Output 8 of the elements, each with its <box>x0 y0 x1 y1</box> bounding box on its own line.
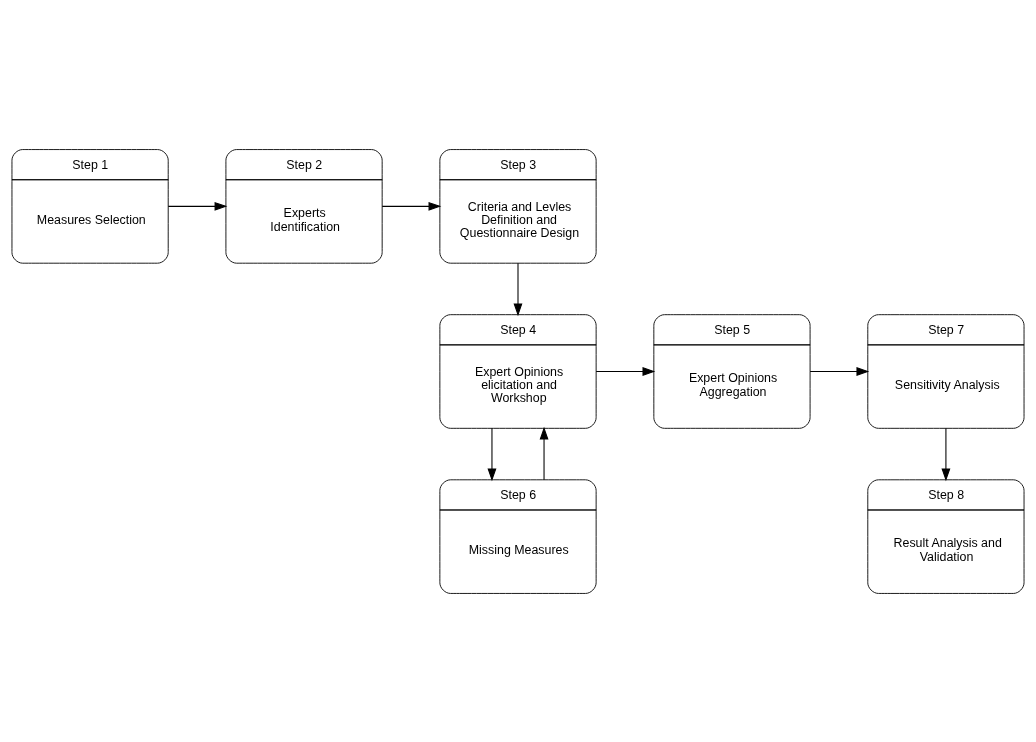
arrow <box>809 366 870 376</box>
arrow <box>487 427 497 481</box>
arrow <box>595 366 656 376</box>
arrow <box>539 426 549 480</box>
arrow <box>167 201 228 211</box>
arrow <box>381 201 442 211</box>
arrow <box>513 262 523 316</box>
arrow <box>941 427 951 481</box>
